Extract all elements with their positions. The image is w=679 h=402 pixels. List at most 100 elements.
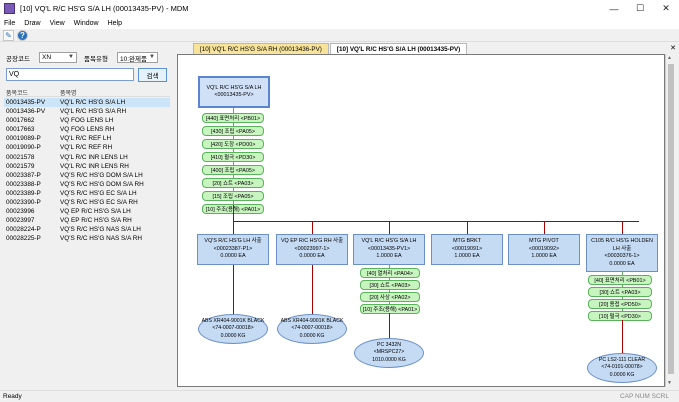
bom-child-node-text: <00019091> (432, 246, 502, 254)
connector-line (233, 265, 234, 315)
item-code: 00019090-P (6, 143, 60, 152)
operation-node[interactable]: [10] 주조(용해) <PA01> (360, 304, 420, 314)
operation-node[interactable]: [20] 용접 <PD50> (588, 299, 652, 309)
search-input[interactable]: VQ (6, 68, 134, 81)
operation-node[interactable]: [440] 표면처리 <PB01> (202, 113, 264, 123)
list-item[interactable]: 00021579VQ'L R/C INR LENS RH (4, 162, 170, 171)
bom-diagram-canvas[interactable]: VQ'L R/C HS'G S/A LH<00013435-PV> [440] 표… (177, 54, 665, 387)
operation-node[interactable]: [40] 표면처리 <PB01> (588, 275, 652, 285)
item-name: VQ'S R/C HS'G DOM S/A LH (60, 171, 143, 180)
operation-node[interactable]: [30] 쇼트 <PA03> (360, 280, 420, 290)
edit-icon[interactable]: ✎ (3, 30, 14, 41)
search-button[interactable]: 검색 (138, 68, 167, 82)
tab-lh[interactable]: [10] VQ'L R/C HS'G S/A LH (00013435-PV) (330, 43, 467, 54)
tab-rh[interactable]: [10] VQ'L R/C HS'G S/A RH (00013436-PV) (193, 43, 329, 54)
list-item[interactable]: 00023390-PVQ'S R/C HS'G EC S/A RH (4, 198, 170, 207)
scroll-thumb[interactable] (668, 64, 674, 374)
bom-child-node-text: <00013435-PV1> (354, 246, 424, 254)
bom-child-node-text: 0.0000 EA (198, 253, 268, 261)
list-item[interactable]: 00028224-PVQ'S R/C HS'G NAS S/A LH (4, 225, 170, 234)
bom-child-node[interactable]: VQ'S R/C HS'G LH 사출<00023387-P1>0.0000 E… (197, 234, 269, 265)
list-item[interactable]: 00017662VQ FOG LENS LH (4, 116, 170, 125)
bom-child-node[interactable]: VQ EP R/C HS'G RH 사출<00023997-1>0.0000 E… (276, 234, 348, 265)
material-node-text: 0.0000 KG (278, 333, 346, 340)
list-item[interactable]: 00028225-PVQ'S R/C HS'G NAS S/A RH (4, 234, 170, 243)
list-header: 품목코드 품목명 (6, 88, 170, 97)
material-node[interactable]: PC 3432N<MRSPC27>1010.0000 KG (354, 338, 424, 368)
item-code: 00013435-PV (6, 98, 60, 107)
list-item[interactable]: 00019090-PVQ'L R/C REF RH (4, 143, 170, 152)
operation-node[interactable]: [10] 펄극 <PD30> (588, 311, 652, 321)
type-value: 10:완제품 (120, 53, 147, 63)
list-item[interactable]: 00023388-PVQ'S R/C HS'G DOM S/A RH (4, 180, 170, 189)
operation-node[interactable]: [15] 조립 <PA05> (202, 191, 264, 201)
item-code: 00023387-P (6, 171, 60, 180)
material-node[interactable]: ABS XR404-9001K BLACK<74-0007-00018>0.00… (277, 314, 347, 344)
operation-node[interactable]: [420] 도장 <PD00> (202, 139, 264, 149)
bom-child-node-text: 1.0000 EA (354, 253, 424, 261)
operation-node[interactable]: [30] 쇼트 <PA03> (588, 287, 652, 297)
bom-child-node[interactable]: C105 R/C HS'G HOLDENLH 사출<00030376-1>0.0… (586, 234, 658, 272)
app-icon (4, 3, 15, 14)
status-bar: Ready CAP NUM SCRL (0, 390, 679, 402)
item-code: 00028225-P (6, 234, 60, 243)
plant-select[interactable]: XN ▼ (39, 52, 77, 63)
list-item[interactable]: 00023387-PVQ'S R/C HS'G DOM S/A LH (4, 171, 170, 180)
bom-child-node-text: LH 사출 (587, 246, 657, 254)
operation-node[interactable]: [410] 펄극 <PD30> (202, 152, 264, 162)
menu-file[interactable]: File (4, 20, 15, 27)
material-node[interactable]: ABS XR404-9001K BLACK<74-0007-00018>0.00… (198, 314, 268, 344)
bom-child-node-text: <00023387-P1> (198, 246, 268, 254)
list-item[interactable]: 00013435-PVVQ'L R/C HS'G S/A LH (4, 98, 170, 107)
bom-child-node-text: VQ EP R/C HS'G RH 사출 (277, 238, 347, 246)
bom-view-pane: [10] VQ'L R/C HS'G S/A RH (00013436-PV) … (174, 43, 679, 390)
connector-line (389, 221, 390, 234)
connector-line (544, 221, 545, 234)
item-name: VQ'S R/C HS'G EC S/A LH (60, 189, 137, 198)
menu-draw[interactable]: Draw (24, 20, 40, 27)
item-code: 00017662 (6, 116, 60, 125)
vertical-scrollbar[interactable]: ▲ ▼ (665, 54, 675, 387)
list-item[interactable]: 00021578VQ'L R/C INR LENS LH (4, 153, 170, 162)
close-button[interactable]: ✕ (653, 0, 679, 17)
list-item[interactable]: 00017663VQ FOG LENS RH (4, 125, 170, 134)
list-item[interactable]: 00023997VQ EP R/C HS'G S/A RH (4, 216, 170, 225)
column-header-name[interactable]: 품목명 (60, 88, 77, 96)
item-code: 00023390-P (6, 198, 60, 207)
bom-child-node-text: 1.0000 EA (509, 253, 579, 261)
operation-node[interactable]: [40] 열처리 <PA04> (360, 268, 420, 278)
list-item[interactable]: 00023389-PVQ'S R/C HS'G EC S/A LH (4, 189, 170, 198)
bom-child-node-text: <00030376-1> (587, 253, 657, 261)
menu-window[interactable]: Window (74, 20, 99, 27)
item-list: 00013435-PVVQ'L R/C HS'G S/A LH00013436-… (4, 98, 170, 244)
operation-node[interactable]: [430] 조립 <PA05> (202, 126, 264, 136)
menu-help[interactable]: Help (108, 20, 122, 27)
type-select[interactable]: 10:완제품 ▼ (117, 52, 158, 63)
connector-line (312, 265, 313, 315)
list-item[interactable]: 00019089-PVQ'L R/C REF LH (4, 134, 170, 143)
scroll-up-icon[interactable]: ▲ (667, 55, 672, 61)
connector-line (622, 320, 623, 353)
bom-child-node-text: 1.0000 EA (432, 253, 502, 261)
bom-child-node[interactable]: MTG BRKT<00019091>1.0000 EA (431, 234, 503, 265)
tab-close-icon[interactable]: ✕ (670, 44, 676, 52)
operation-node[interactable]: [400] 조립 <PA05> (202, 165, 264, 175)
menu-view[interactable]: View (50, 20, 65, 27)
maximize-button[interactable]: ☐ (627, 0, 653, 17)
material-node-text: 0.0000 KG (588, 372, 656, 379)
item-name: VQ'S R/C HS'G NAS S/A RH (60, 234, 142, 243)
list-item[interactable]: 00023996VQ EP R/C HS'G S/A LH (4, 207, 170, 216)
operation-node[interactable]: [20] 사상 <PA02> (360, 292, 420, 302)
bom-child-node[interactable]: MTG PIVOT<00019092>1.0000 EA (508, 234, 580, 265)
material-node[interactable]: PC LS2-111 CLEAR<74-0101-00078>0.0000 KG (587, 353, 657, 383)
bom-root-node[interactable]: VQ'L R/C HS'G S/A LH<00013435-PV> (198, 76, 270, 108)
list-item[interactable]: 00013436-PVVQ'L R/C HS'G S/A RH (4, 107, 170, 116)
help-icon[interactable]: ? (17, 30, 28, 41)
plant-value: XN (42, 54, 51, 61)
minimize-button[interactable]: — (601, 0, 627, 17)
operation-node[interactable]: [20] 쇼트 <PA03> (202, 178, 264, 188)
column-header-code[interactable]: 품목코드 (6, 88, 60, 96)
material-node-text: PC 3432N (355, 342, 423, 349)
scroll-down-icon[interactable]: ▼ (667, 380, 672, 386)
bom-child-node[interactable]: VQ'L R/C HS'G S/A LH<00013435-PV1>1.0000… (353, 234, 425, 265)
